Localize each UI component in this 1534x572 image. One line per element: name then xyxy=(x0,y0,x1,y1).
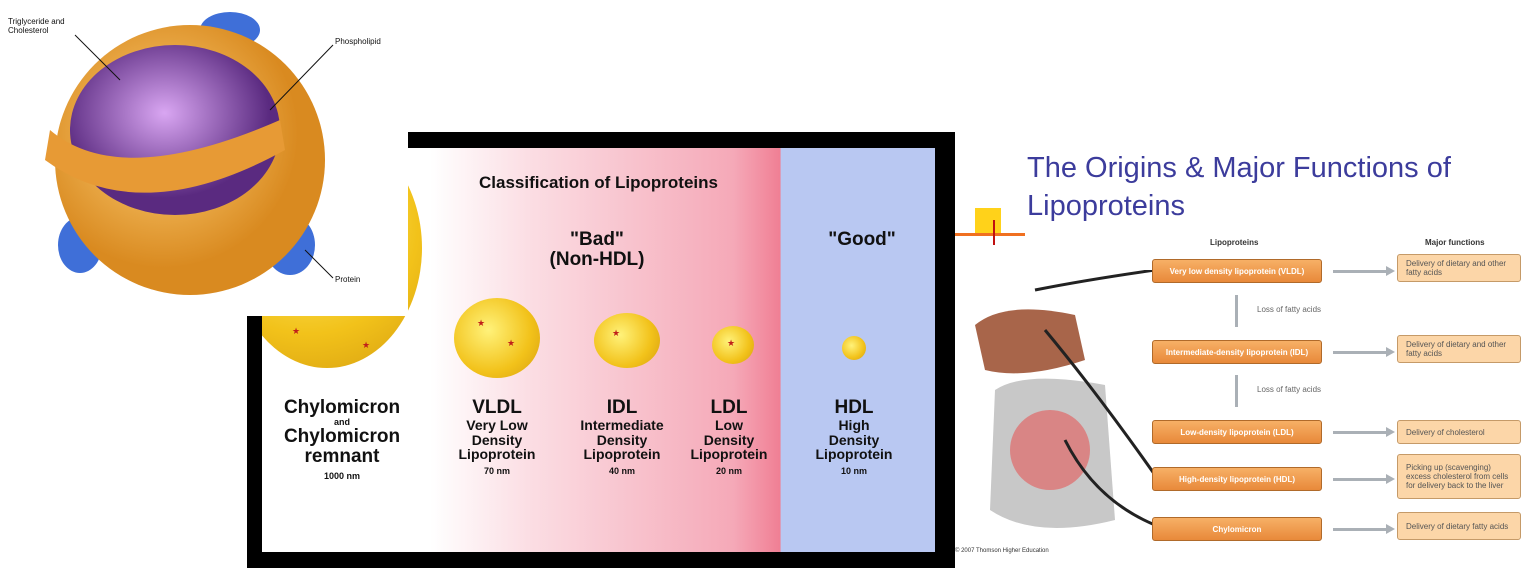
decor-line-vertical xyxy=(993,220,995,245)
good-label: "Good" xyxy=(828,229,896,250)
lipoprotein-box-hdl: High-density lipoprotein (HDL) xyxy=(1152,467,1322,491)
lipoprotein-box-idl: Intermediate-density lipoprotein (IDL) xyxy=(1152,340,1322,364)
phospholipid-label: Phospholipid xyxy=(335,37,381,46)
down-arrow-icon xyxy=(1235,375,1238,407)
vldl-particle xyxy=(454,298,540,378)
loss-label: Loss of fatty acids xyxy=(1257,305,1322,314)
hdl-particle xyxy=(842,336,866,360)
function-box-idl: Delivery of dietary and other fatty acid… xyxy=(1397,335,1521,363)
function-box-chylomicron: Delivery of dietary fatty acids xyxy=(1397,512,1521,540)
functions-column-header: Major functions xyxy=(1425,238,1485,247)
copyright: © 2007 Thomson Higher Education xyxy=(955,548,1049,554)
star-icon: ★ xyxy=(612,328,621,338)
star-icon: ★ xyxy=(727,338,736,348)
arrow-icon xyxy=(1333,427,1395,437)
lipoprotein-structure-image: Triglyceride and Cholesterol Phospholipi… xyxy=(0,0,408,316)
functions-slide: The Origins & Major Functions of Lipopro… xyxy=(955,130,1534,572)
star-icon: ★ xyxy=(507,338,516,348)
digestive-organs-illustration xyxy=(975,270,1155,528)
function-box-hdl: Picking up (scavenging) excess cholester… xyxy=(1397,454,1521,499)
lipoproteins-column-header: Lipoproteins xyxy=(1210,238,1259,247)
down-arrow-icon xyxy=(1235,295,1238,327)
protein-label: Protein xyxy=(335,275,361,284)
function-box-ldl: Delivery of cholesterol xyxy=(1397,420,1521,444)
classification-title: Classification of Lipoproteins xyxy=(479,173,718,192)
bad-sublabel: (Non-HDL) xyxy=(549,249,645,270)
star-icon: ★ xyxy=(292,326,301,336)
star-icon: ★ xyxy=(477,318,486,328)
decor-line xyxy=(955,233,1025,236)
lipoprotein-sphere-illustration xyxy=(45,12,334,295)
bad-label: "Bad" xyxy=(570,229,624,250)
decor-square-icon xyxy=(975,208,1001,234)
arrow-icon xyxy=(1333,266,1395,276)
lipoprotein-box-ldl: Low-density lipoprotein (LDL) xyxy=(1152,420,1322,444)
star-icon: ★ xyxy=(362,340,371,350)
idl-particle xyxy=(594,313,660,368)
lipoprotein-box-vldl: Very low density lipoprotein (VLDL) xyxy=(1152,259,1322,283)
function-box-vldl: Delivery of dietary and other fatty acid… xyxy=(1397,254,1521,282)
lipoprotein-box-chylomicron: Chylomicron xyxy=(1152,517,1322,541)
ldl-particle xyxy=(712,326,754,364)
triglyceride-label: Triglyceride and Cholesterol xyxy=(8,17,65,35)
arrow-icon xyxy=(1333,474,1395,484)
loss-label: Loss of fatty acids xyxy=(1257,385,1322,394)
slide-title: The Origins & Major Functions of Lipopro… xyxy=(1027,152,1451,222)
arrow-icon xyxy=(1333,524,1395,534)
arrow-icon xyxy=(1333,347,1395,357)
